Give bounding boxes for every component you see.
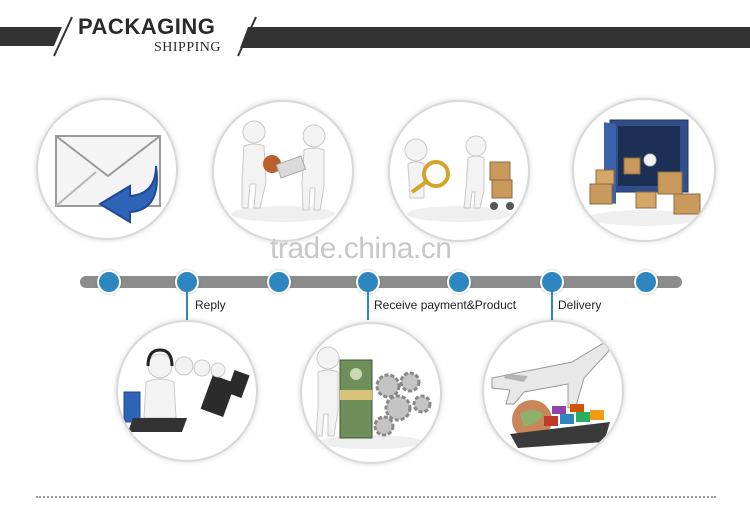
timeline-stem (186, 290, 188, 320)
inspection-magnifier-icon (388, 100, 530, 242)
timeline-dot (447, 270, 471, 294)
container-cargo-icon (572, 98, 716, 242)
step-label-delivery: Delivery (558, 298, 602, 312)
page-subtitle: SHIPPING (154, 40, 222, 55)
email-reply-icon (36, 98, 178, 240)
timeline-dot (634, 270, 658, 294)
step-label-reply: Reply (195, 298, 226, 312)
timeline-stem (551, 290, 553, 320)
handshake-negotiation-icon (212, 100, 354, 242)
header-banner (0, 16, 750, 57)
page-title: PACKAGING (78, 14, 216, 39)
air-sea-shipping-icon (482, 320, 624, 462)
payment-production-icon (300, 322, 442, 464)
watermark: trade.china.cn (270, 232, 452, 265)
customer-service-icon (116, 320, 258, 462)
timeline-stem (367, 290, 369, 320)
timeline-dot (267, 270, 291, 294)
timeline-bar (80, 276, 682, 288)
step-label-receive: Receive payment&Product (374, 298, 517, 312)
bottom-divider (36, 496, 716, 498)
timeline-dot (97, 270, 121, 294)
